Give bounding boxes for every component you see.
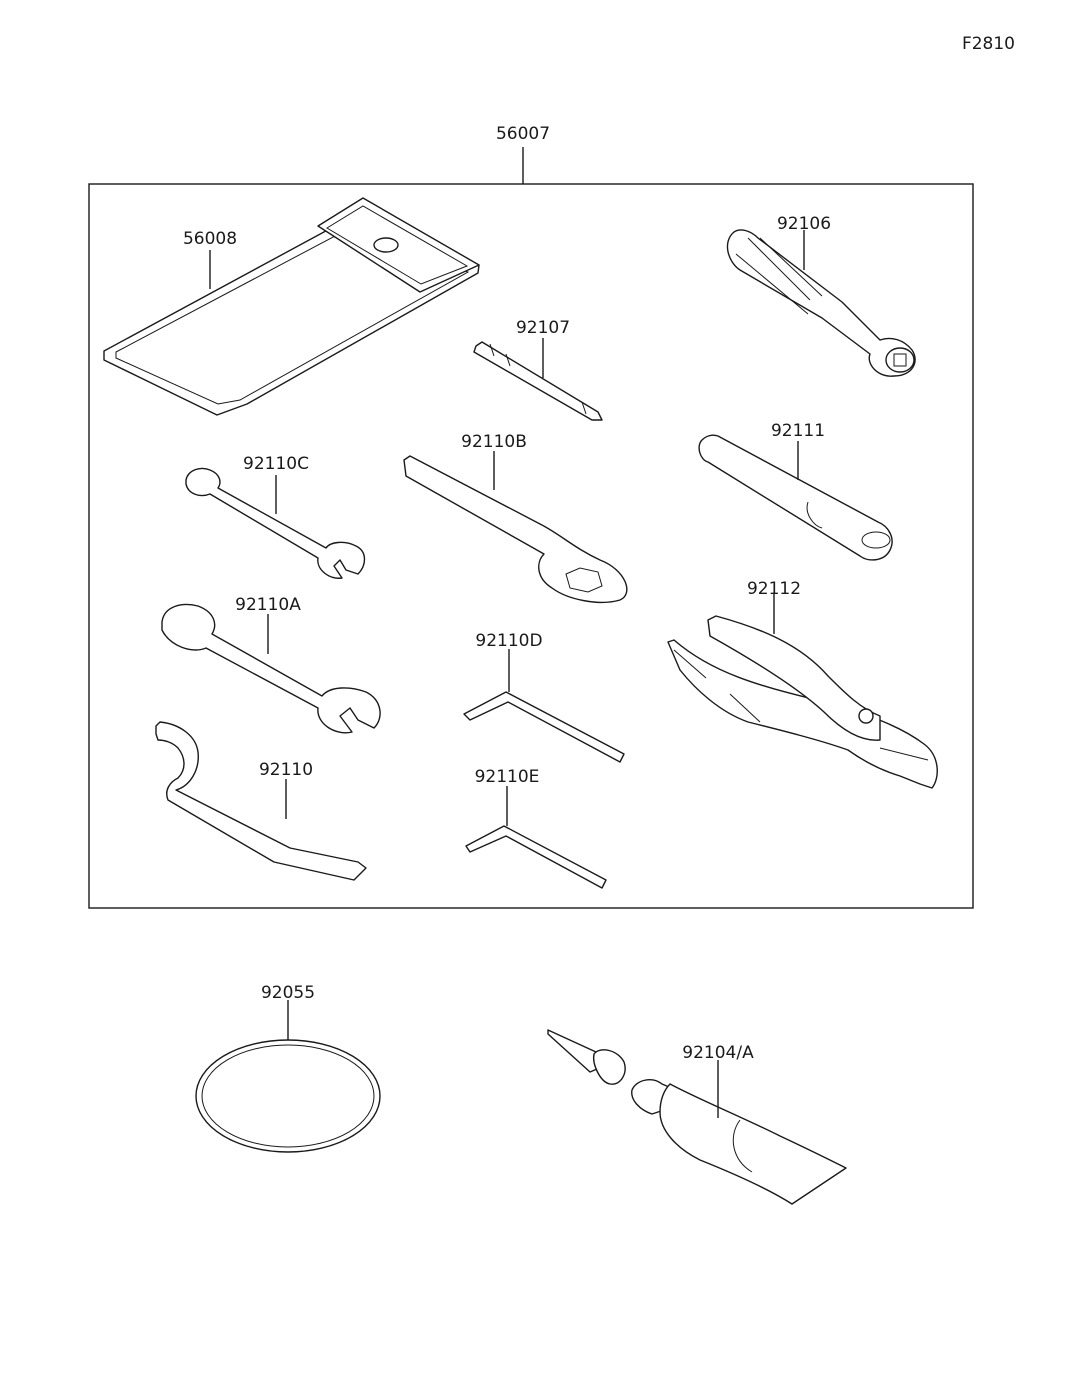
case-part-number[interactable]: 56008 bbox=[183, 229, 237, 249]
tool-kit-frame: 56007 bbox=[88, 124, 974, 909]
open-end-wrench-small[interactable]: 92110C bbox=[185, 454, 366, 579]
pliers-part-number[interactable]: 92112 bbox=[747, 579, 801, 599]
extension-part-number[interactable]: 92111 bbox=[771, 421, 825, 441]
hex-key-e-part-number[interactable]: 92110E bbox=[475, 767, 540, 787]
open-end-wrench-large[interactable]: 92110A bbox=[161, 595, 381, 734]
hex-key-d-part-number[interactable]: 92110D bbox=[475, 631, 542, 651]
wrench-a-part-number[interactable]: 92110A bbox=[235, 595, 301, 615]
o-ring-part-number[interactable]: 92055 bbox=[261, 983, 315, 1003]
grip-part-number[interactable]: 92106 bbox=[777, 214, 831, 234]
hex-key-small[interactable]: 92110E bbox=[465, 767, 607, 889]
hook-spanner[interactable]: 92110 bbox=[155, 721, 367, 881]
tool-case[interactable]: 56008 bbox=[103, 197, 480, 416]
screwdriver-grip[interactable]: 92106 bbox=[726, 214, 916, 377]
screwdriver-bit[interactable]: 92107 bbox=[473, 318, 603, 421]
hex-key-large[interactable]: 92110D bbox=[463, 631, 625, 763]
kit-part-number[interactable]: 56007 bbox=[496, 124, 550, 144]
box-wrench[interactable]: 92110B bbox=[403, 432, 628, 603]
repair-kit-part-number[interactable]: 92104/A bbox=[682, 1043, 754, 1063]
box-wrench-part-number[interactable]: 92110B bbox=[461, 432, 527, 452]
spanner-part-number[interactable]: 92110 bbox=[259, 760, 313, 780]
wrench-c-part-number[interactable]: 92110C bbox=[243, 454, 309, 474]
pliers[interactable]: 92112 bbox=[667, 579, 938, 789]
tire-repair-kit[interactable]: 92104/A bbox=[547, 1029, 847, 1205]
extension-bar[interactable]: 92111 bbox=[698, 421, 893, 561]
bit-part-number[interactable]: 92107 bbox=[516, 318, 570, 338]
diagram-code: F2810 bbox=[962, 34, 1015, 54]
o-ring[interactable]: 92055 bbox=[195, 983, 381, 1153]
